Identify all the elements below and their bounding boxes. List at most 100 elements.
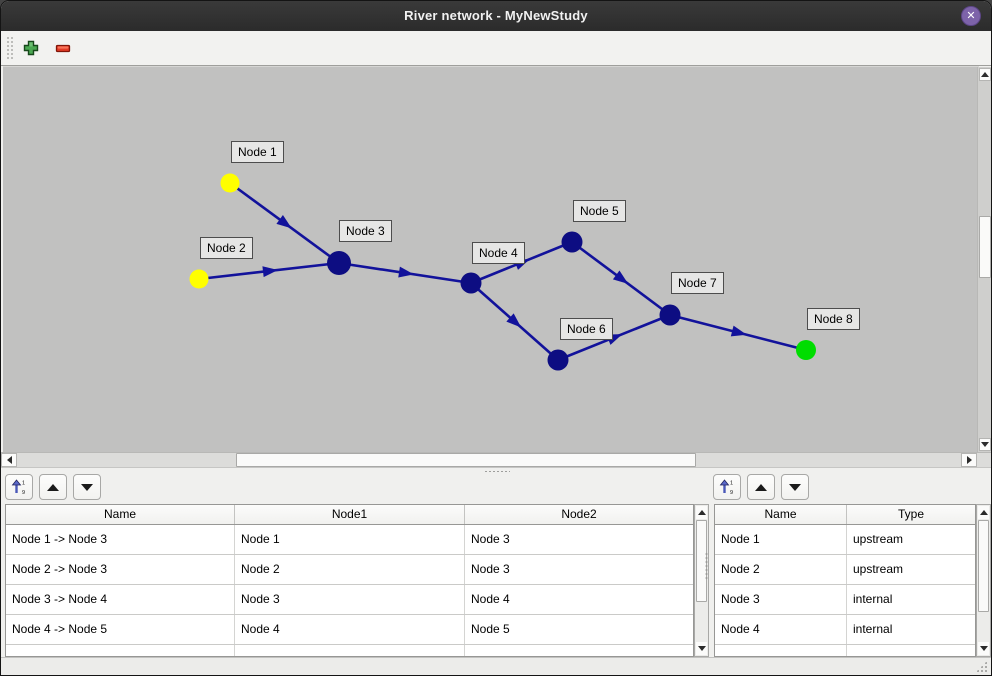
table-cell[interactable]: Node 4 -> Node 5 <box>6 615 235 644</box>
table-row[interactable]: Node 2 upstream <box>715 555 975 585</box>
table-cell[interactable]: Node 3 <box>235 585 465 614</box>
table-empty-row <box>715 645 975 656</box>
plus-icon <box>23 40 39 56</box>
flow-arrow-icon <box>398 266 414 278</box>
splitter-grip-icon <box>484 470 510 473</box>
branches-sort-button[interactable]: 1 9 <box>5 474 33 500</box>
table-cell[interactable]: Node 3 <box>471 562 510 576</box>
table-cell[interactable]: Node 3 <box>471 532 510 546</box>
node-node-4[interactable] <box>460 272 482 294</box>
hscroll-thumb[interactable] <box>236 453 696 467</box>
flow-arrow-icon <box>612 270 629 284</box>
table-cell[interactable]: internal <box>853 592 893 606</box>
table-cell[interactable]: Node 1 <box>715 525 847 554</box>
node-node-6[interactable] <box>547 349 569 371</box>
flow-arrow-icon <box>262 266 278 278</box>
table-cell[interactable]: Node 4 <box>471 592 510 606</box>
scroll-up-arrow[interactable] <box>696 506 707 519</box>
minus-icon <box>55 44 71 53</box>
table-cell[interactable]: Node 4 <box>715 615 847 644</box>
sort-ascending-icon: 1 9 <box>11 479 25 495</box>
scroll-down-arrow[interactable] <box>979 438 991 451</box>
table-cell[interactable]: internal <box>853 622 893 636</box>
river-network-canvas[interactable]: Node 1 Node 2 Node 3 Node 4 Node 5 Node 6 Node… <box>3 66 979 453</box>
canvas-vscrollbar[interactable] <box>977 67 991 452</box>
table-cell[interactable]: Node 4 <box>235 615 465 644</box>
resize-grip-icon[interactable] <box>975 660 988 673</box>
svg-text:1: 1 <box>730 481 733 487</box>
svg-text:1: 1 <box>22 481 25 487</box>
table-cell[interactable]: Node 5 <box>471 622 510 636</box>
status-bar <box>1 657 991 675</box>
titlebar[interactable]: River network - MyNewStudy ✕ <box>1 1 991 32</box>
node-node-2[interactable] <box>189 269 209 289</box>
nodes-header-type[interactable]: Type <box>897 507 924 521</box>
nodes-header-row: Name Type <box>715 505 975 525</box>
scroll-up-arrow[interactable] <box>979 68 991 81</box>
nodes-sort-button[interactable]: 1 9 <box>713 474 741 500</box>
node-label: Node 2 <box>200 237 253 259</box>
table-cell[interactable]: Node 1 <box>235 525 465 554</box>
svg-text:9: 9 <box>22 490 25 495</box>
scroll-right-arrow[interactable] <box>961 453 977 467</box>
branches-table-vscrollbar[interactable] <box>694 504 709 657</box>
node-label: Node 6 <box>560 318 613 340</box>
node-node-8[interactable] <box>796 340 816 360</box>
table-cell[interactable]: Node 3 -> Node 4 <box>6 585 235 614</box>
node-label: Node 4 <box>472 242 525 264</box>
up-triangle-icon <box>47 483 59 491</box>
scroll-down-arrow[interactable] <box>978 642 989 655</box>
scroll-up-arrow[interactable] <box>978 506 989 519</box>
table-cell[interactable]: Node 1 -> Node 3 <box>6 525 235 554</box>
table-row[interactable]: Node 4 internal <box>715 615 975 645</box>
down-triangle-icon <box>789 483 801 491</box>
table-cell[interactable]: Node 2 <box>715 555 847 584</box>
table-row[interactable]: Node 3 internal <box>715 585 975 615</box>
node-label: Node 8 <box>807 308 860 330</box>
nodes-table-vscrollbar[interactable] <box>976 504 991 657</box>
node-label: Node 3 <box>339 220 392 242</box>
remove-node-button[interactable] <box>50 35 76 61</box>
flow-arrow-icon <box>730 325 747 337</box>
table-empty-row <box>6 645 693 656</box>
node-label: Node 1 <box>231 141 284 163</box>
node-label: Node 5 <box>573 200 626 222</box>
nodes-header-name[interactable]: Name <box>715 505 847 524</box>
node-node-1[interactable] <box>220 173 240 193</box>
branches-move-up-button[interactable] <box>39 474 67 500</box>
horizontal-splitter[interactable] <box>1 468 991 474</box>
add-node-button[interactable] <box>18 35 44 61</box>
scroll-left-arrow[interactable] <box>1 453 17 467</box>
vscroll-thumb[interactable] <box>978 520 989 612</box>
flow-arrow-icon <box>276 215 292 229</box>
toolbar-drag-handle[interactable] <box>6 36 14 60</box>
node-label: Node 7 <box>671 272 724 294</box>
branches-header-node1[interactable]: Node1 <box>235 505 465 524</box>
toolbar <box>1 31 991 66</box>
canvas-hscrollbar[interactable] <box>1 452 991 468</box>
table-cell[interactable]: Node 2 <box>235 555 465 584</box>
branches-header-node2[interactable]: Node2 <box>561 507 597 521</box>
branches-header-name[interactable]: Name <box>6 505 235 524</box>
close-icon[interactable]: ✕ <box>961 6 981 26</box>
nodes-move-down-button[interactable] <box>781 474 809 500</box>
table-cell[interactable]: Node 3 <box>715 585 847 614</box>
node-node-7[interactable] <box>659 304 681 326</box>
nodes-move-up-button[interactable] <box>747 474 775 500</box>
vertical-splitter[interactable] <box>703 474 709 657</box>
node-node-3[interactable] <box>327 251 351 275</box>
node-node-5[interactable] <box>561 231 583 253</box>
scroll-down-arrow[interactable] <box>696 642 707 655</box>
table-cell[interactable]: upstream <box>853 532 904 546</box>
table-cell[interactable]: upstream <box>853 562 904 576</box>
branches-move-down-button[interactable] <box>73 474 101 500</box>
table-row[interactable]: Node 1 upstream <box>715 525 975 555</box>
vscroll-thumb[interactable] <box>979 216 991 278</box>
table-cell[interactable]: Node 2 -> Node 3 <box>6 555 235 584</box>
